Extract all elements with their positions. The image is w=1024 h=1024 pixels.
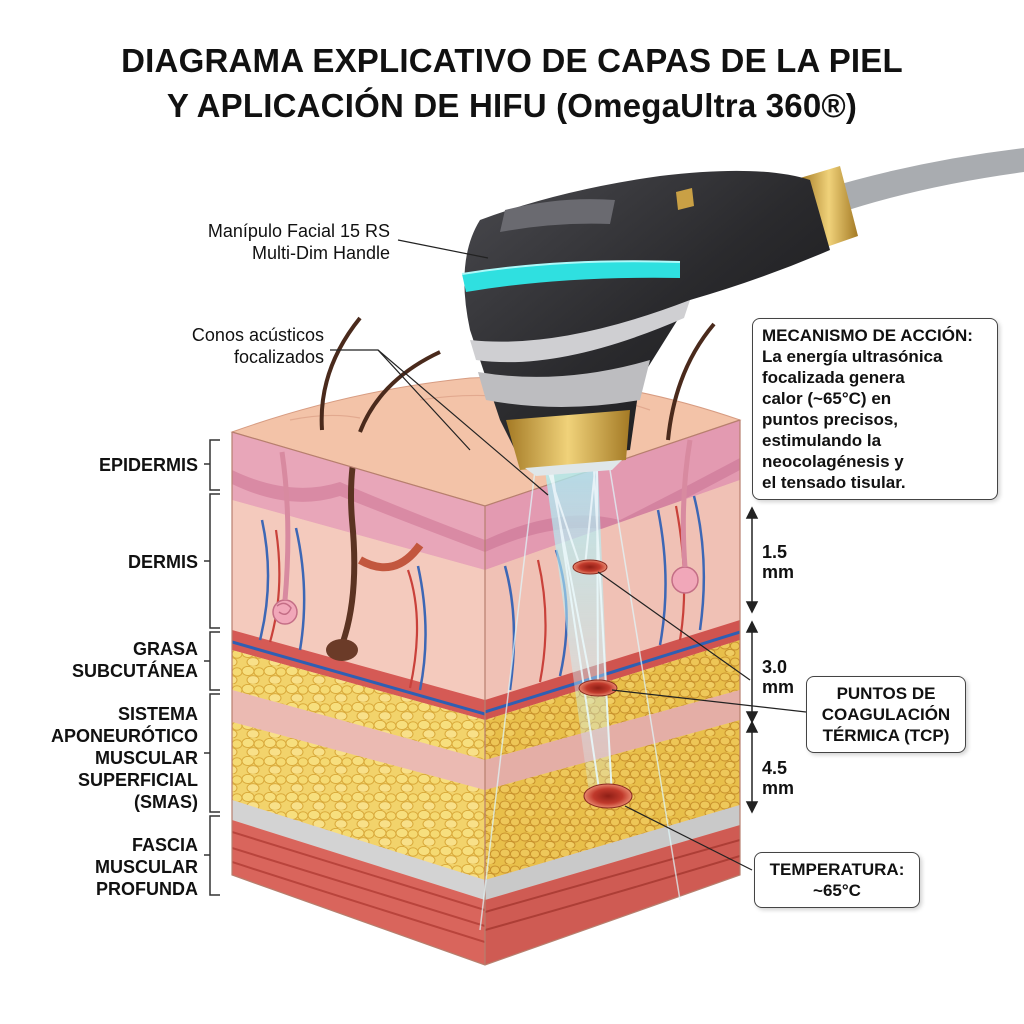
hair-strand <box>358 350 441 433</box>
layer-label-dermis: DERMIS <box>127 552 198 572</box>
layer-label-fascia: FASCIA MUSCULAR PROFUNDA <box>95 835 198 899</box>
front-face-layers <box>232 432 485 965</box>
leader-lines <box>330 239 807 871</box>
mechanism-box: MECANISMO DE ACCIÓN: La energía ultrasón… <box>752 318 998 500</box>
title-line-2: Y APLICACIÓN DE HIFU (OmegaUltra 360®) <box>166 87 858 124</box>
temperature-box: TEMPERATURA: ~65°C <box>754 852 920 908</box>
depth-label-3-0mm: 3.0 mm <box>762 657 795 697</box>
title-line-1: DIAGRAMA EXPLICATIVO DE CAPAS DE LA PIEL <box>121 42 903 79</box>
tcp-point-4-5mm <box>583 783 633 809</box>
layer-brackets <box>204 439 220 896</box>
hair-strand <box>319 316 362 431</box>
hifu-handpiece <box>461 148 1024 476</box>
handle-label-line-1: Manípulo Facial 15 RS <box>207 221 390 241</box>
mechanism-heading: MECANISMO DE ACCIÓN: <box>762 326 973 345</box>
tcp-box: PUNTOS DE COAGULACIÓN TÉRMICA (TCP) <box>806 676 966 753</box>
layer-label-smas: SISTEMA APONEURÓTICO MUSCULAR SUPERFICIA… <box>50 704 198 812</box>
tcp-point-1-5mm <box>572 559 608 575</box>
acoustic-beams <box>479 469 681 931</box>
depth-label-4-5mm: 4.5 mm <box>762 758 795 798</box>
side-face-layers <box>485 420 740 965</box>
cones-label-line-2: focalizados <box>233 347 324 367</box>
cones-label: Conos acústicos focalizados <box>192 324 324 368</box>
layer-label-grasa: GRASA SUBCUTÁNEA <box>72 639 198 681</box>
handle-label-line-2: Multi-Dim Handle <box>251 243 390 263</box>
layer-label-epidermis: EPIDERMIS <box>98 455 198 475</box>
depth-label-1-5mm: 1.5 mm <box>762 542 795 582</box>
cones-label-line-1: Conos acústicos <box>191 325 324 345</box>
page-title: DIAGRAMA EXPLICATIVO DE CAPAS DE LA PIEL… <box>0 38 1024 128</box>
hair-strand <box>666 322 716 441</box>
depth-arrows <box>745 506 759 814</box>
tcp-point-3-0mm <box>578 679 618 697</box>
handle-label: Manípulo Facial 15 RS Multi-Dim Handle <box>208 220 390 264</box>
